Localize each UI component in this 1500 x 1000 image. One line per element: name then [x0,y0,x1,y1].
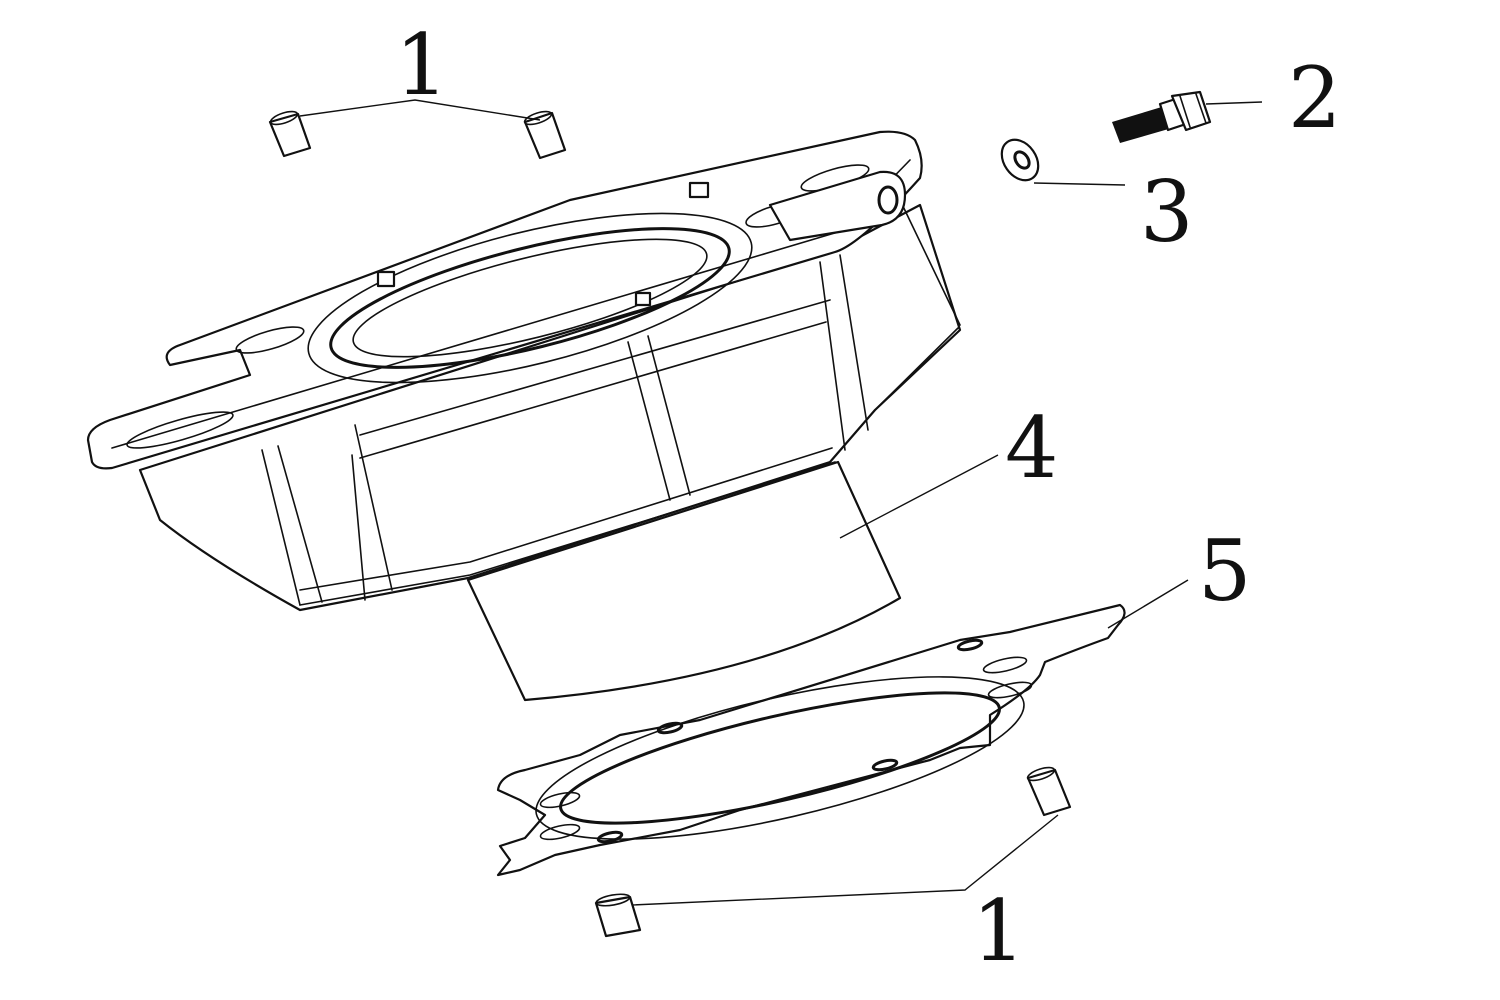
flange-stud [634,291,652,307]
washer [1000,138,1040,182]
callout-1-top: 1 [395,16,448,114]
side-boss-hole [877,185,899,215]
flange-stud [376,270,396,288]
cylinder-bore [329,227,731,369]
flange-bolt [1112,90,1212,143]
gasket-bore [559,691,1001,825]
flange-stud [688,181,710,199]
callout-3: 3 [1140,163,1193,261]
cylinder-block [86,130,962,702]
callout-2: 2 [1288,49,1341,147]
dowel-pin-bottom-right [1026,766,1072,817]
gasket-outline [496,603,1126,877]
cylinder-flange [86,130,923,470]
callout-labels: 1 2 3 4 5 1 [395,16,1341,980]
callout-1-bottom: 1 [972,882,1025,980]
dowel-pin-bottom-left [594,893,642,938]
callout-4: 4 [1005,399,1058,497]
leader-lines [299,99,1263,906]
dowel-pin-top-right [523,110,567,160]
callout-5: 5 [1198,522,1251,620]
head-gasket [496,603,1126,877]
cylinder-side-boss [768,170,907,242]
dowel-pin-top-left [268,110,312,158]
cylinder-sleeve [466,460,902,702]
